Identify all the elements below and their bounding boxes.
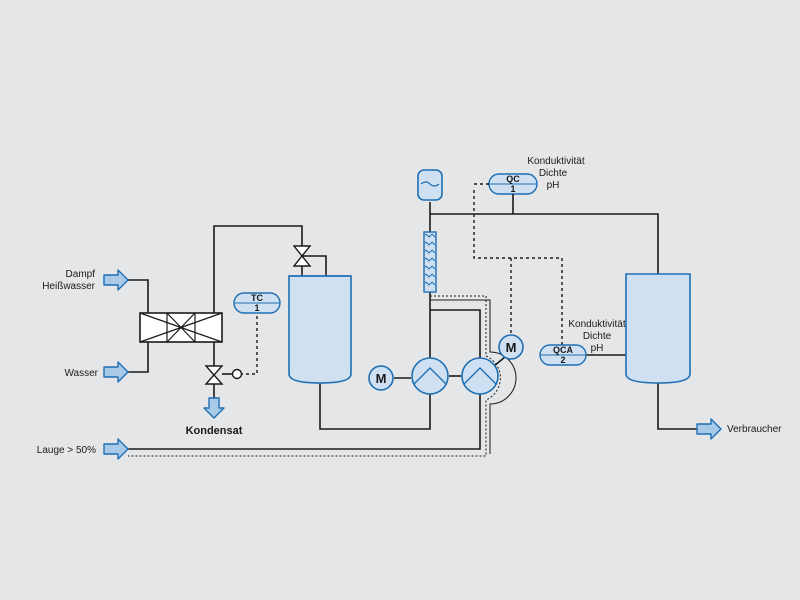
control-valve-condensate[interactable]: [204, 365, 224, 385]
qca-note-1: Dichte: [583, 331, 612, 342]
steam-inlet-line: [128, 279, 149, 313]
lauge-line: [128, 394, 481, 450]
process-lines: [128, 202, 697, 450]
instrument-qca-num: 2: [560, 355, 565, 365]
qc-signal-line: [473, 190, 563, 345]
instrument-tc[interactable]: TC 1: [233, 292, 281, 314]
signal-lines: [242, 190, 563, 375]
motor2-shaft: [493, 356, 506, 367]
pump-jacket: [128, 295, 501, 457]
condensate-outlet-arrow: [203, 397, 225, 419]
temperature-sensor: [231, 368, 243, 380]
instrument-qc[interactable]: QC 1: [488, 173, 538, 195]
tank-to-pump-line: [319, 383, 431, 430]
heat-exchanger: [139, 312, 223, 343]
consumer-line: [657, 383, 697, 430]
label-verbraucher: Verbraucher: [727, 424, 782, 435]
static-mixer: [423, 231, 437, 293]
steam-inlet-arrow: [103, 269, 129, 291]
control-valve-top[interactable]: [292, 245, 312, 267]
motor-2[interactable]: M: [498, 334, 524, 360]
label-lauge: Lauge > 50%: [37, 445, 96, 456]
tc-signal-line: [242, 310, 258, 375]
instrument-qca-tag: QCA: [553, 345, 574, 355]
label-wasser: Wasser: [64, 368, 98, 379]
consumer-outlet-arrow: [696, 418, 722, 440]
qca-note-0: Konduktivität: [568, 319, 625, 330]
water-inlet-arrow: [103, 361, 129, 383]
motor-1[interactable]: M: [368, 365, 394, 391]
instrument-tc-num: 1: [254, 303, 259, 313]
flow-arrows: [103, 269, 722, 460]
qc-note-0: Konduktivität: [527, 156, 584, 167]
motor-2-label: M: [506, 340, 517, 355]
qc-note-1: Dichte: [539, 168, 568, 179]
hx-to-valve-line: [213, 225, 303, 313]
label-kondensat: Kondensat: [186, 425, 243, 437]
storage-tank[interactable]: [625, 273, 691, 384]
pump-2[interactable]: [461, 357, 499, 395]
pump-jacket-outer: [430, 299, 517, 454]
water-inlet-line: [128, 342, 149, 373]
instrument-qc-tag: QC: [506, 174, 520, 184]
instrument-tc-tag: TC: [251, 293, 263, 303]
instrument-qc-num: 1: [510, 184, 515, 194]
motor-1-label: M: [376, 371, 387, 386]
lauge-inlet-arrow: [103, 438, 129, 460]
dosing-vessel[interactable]: [417, 169, 443, 201]
label-heisswasser: Heißwasser: [42, 281, 95, 292]
mixing-tank[interactable]: [288, 275, 352, 384]
pump2-up-line: [430, 309, 481, 358]
header-line: [430, 213, 659, 274]
instrument-qca[interactable]: QCA 2: [539, 344, 587, 366]
label-dampf: Dampf: [66, 269, 96, 280]
pump-1[interactable]: [411, 357, 449, 395]
qc-note-2: pH: [547, 180, 560, 191]
qca-note-2: pH: [591, 343, 604, 354]
